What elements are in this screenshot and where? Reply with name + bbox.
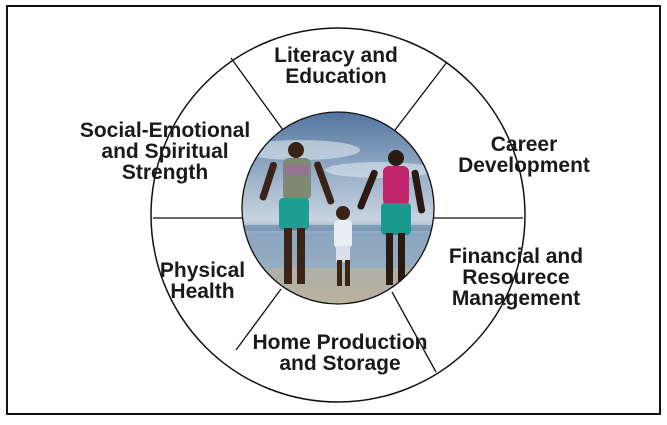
- divider-5: [235, 288, 282, 351]
- segment-financial-line-2: Resourece: [462, 266, 570, 289]
- segment-dividers: [153, 57, 523, 373]
- segment-social-line-3: Strength: [121, 161, 209, 184]
- segment-financial-line-1: Financial and: [448, 245, 584, 268]
- outer-border: [6, 5, 661, 415]
- segment-financial-line-3: Management: [451, 287, 581, 310]
- divider-1: [230, 57, 284, 131]
- segment-literacy-line-1: Literacy and: [274, 44, 398, 67]
- segment-literacy-label: Literacy and Education: [246, 45, 426, 87]
- child-figure: [334, 206, 352, 286]
- segment-home-line-1: Home Production: [252, 331, 428, 354]
- divider-6: [391, 291, 437, 373]
- segment-literacy-line-2: Education: [285, 65, 387, 88]
- segment-career-label: Career Development: [440, 134, 608, 176]
- mother-figure: [357, 150, 426, 285]
- segment-career-line-2: Development: [458, 154, 590, 177]
- father-figure: [259, 142, 335, 284]
- divider-2: [394, 61, 448, 131]
- segment-social-line-2: and Spiritual: [101, 140, 229, 163]
- segment-social-label: Social-Emotional and Spiritual Strength: [56, 120, 274, 183]
- segment-social-line-1: Social-Emotional: [79, 119, 251, 142]
- segment-home-line-2: and Storage: [279, 352, 401, 375]
- segment-career-line-1: Career: [490, 133, 558, 156]
- segment-home-label: Home Production and Storage: [228, 332, 452, 374]
- segment-physical-line-2: Health: [170, 280, 235, 303]
- center-circle-border: [241, 111, 435, 305]
- segment-financial-label: Financial and Resourece Management: [430, 246, 602, 309]
- segment-physical-line-1: Physical: [159, 259, 246, 282]
- segment-physical-label: Physical Health: [140, 260, 265, 302]
